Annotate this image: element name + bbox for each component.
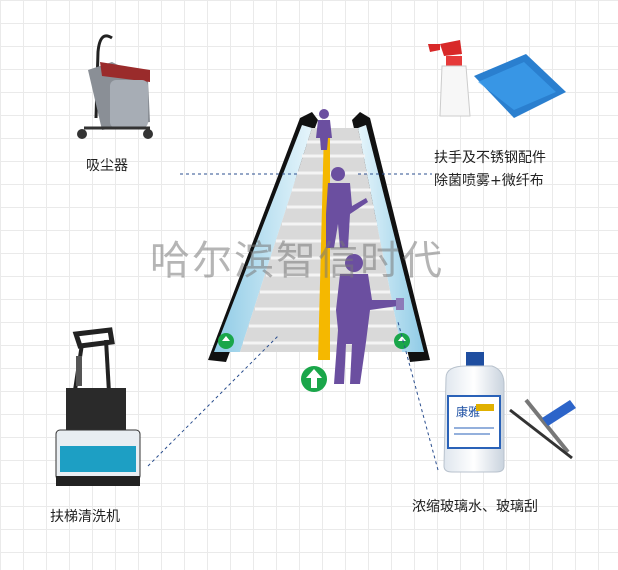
handrail-label-line2: 除菌喷雾+微纤布	[434, 173, 544, 189]
glass-cleaner-label: 浓缩玻璃水、玻璃刮	[412, 499, 538, 515]
vacuum-label: 吸尘器	[86, 158, 128, 174]
spray-bottle-cloth-image	[428, 40, 566, 118]
bottle-brand: 康雅	[456, 404, 480, 419]
worker-figures	[316, 109, 404, 384]
leader-lines	[147, 173, 439, 471]
watermark: 哈尔滨智信时代	[150, 238, 444, 284]
glass-cleaner-image: 康雅	[443, 352, 576, 473]
handrail-label-line1: 扶手及不锈钢配件	[434, 150, 546, 166]
escalator-cleaner-label: 扶梯清洗机	[50, 509, 120, 525]
escalator-cleaner-image	[55, 327, 141, 486]
vacuum-cleaner-image	[77, 34, 153, 139]
